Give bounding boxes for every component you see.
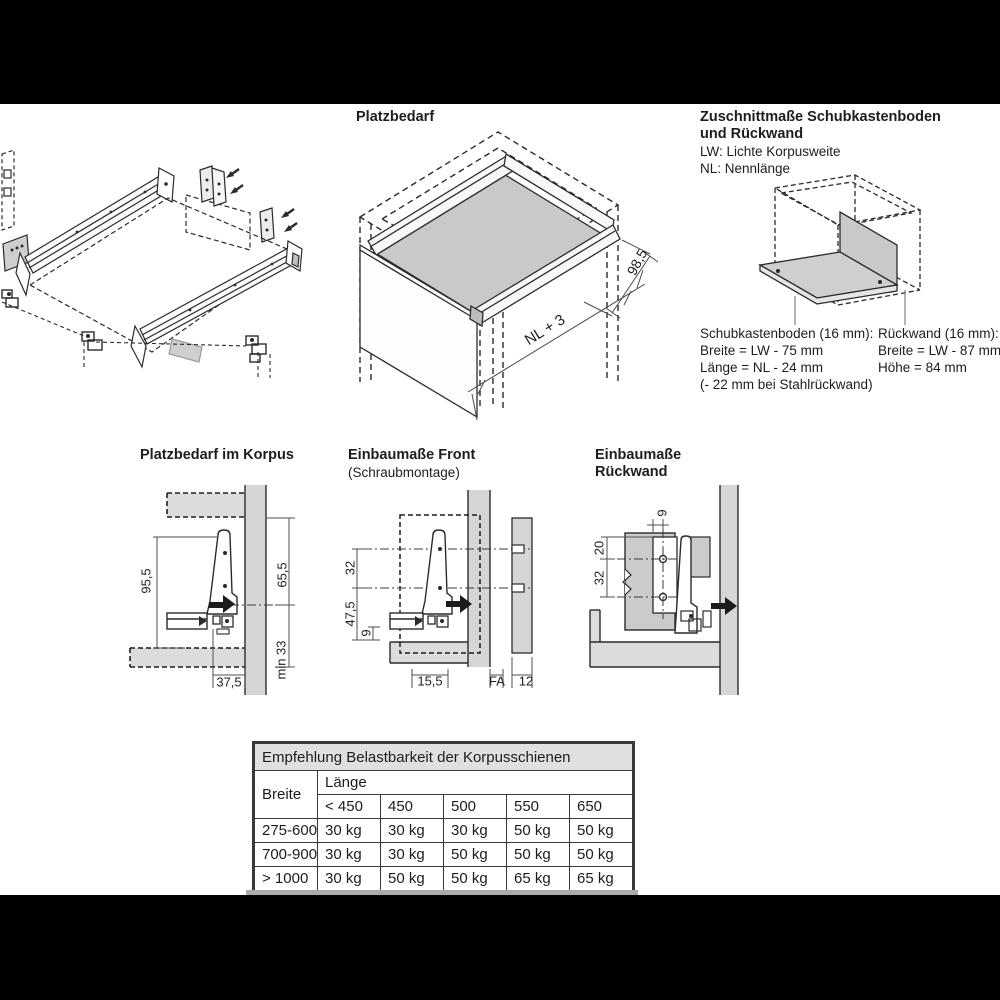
mount-arrow xyxy=(446,595,472,613)
dim-label-front-15-5: 15,5 xyxy=(417,673,443,689)
korpus-title: Platzbedarf im Korpus xyxy=(140,447,294,463)
dim-label-rw-9: 9 xyxy=(654,509,670,517)
screws-a xyxy=(226,171,238,194)
cell: 30 kg xyxy=(317,866,381,891)
rear-zarge-rail xyxy=(15,167,175,297)
rueckwand-spec-block: Rückwand (16 mm): Breite = LW - 87 mm Hö… xyxy=(878,325,1000,376)
row-label: > 1000 xyxy=(254,866,318,891)
bracket-piece-b xyxy=(259,207,275,243)
cell: 30 kg xyxy=(380,842,444,867)
cutoff-panel-dashed xyxy=(1,149,15,231)
boden-heading: Schubkastenboden (16 mm): xyxy=(700,326,874,341)
row-label: 275-600 xyxy=(254,818,318,843)
dim-label-front-32: 32 xyxy=(342,560,358,576)
cell: 50 kg xyxy=(506,818,570,843)
cell: 50 kg xyxy=(506,842,570,867)
rueckwand-heading: Rückwand (16 mm): xyxy=(878,326,999,341)
cell: 50 kg xyxy=(569,842,633,867)
rueckwand-panel xyxy=(652,536,678,614)
laenge-col-1: 450 xyxy=(380,794,444,819)
cell: 30 kg xyxy=(443,818,507,843)
zuschnitt-title-line2: und Rückwand xyxy=(700,126,804,142)
dim-label-min-33: min 33 xyxy=(273,640,289,680)
cell: 30 kg xyxy=(317,842,381,867)
bracket-piece-a xyxy=(199,165,227,207)
legend-lw: LW: Lichte Korpusweite xyxy=(700,144,841,159)
rueckwand-diagram xyxy=(589,485,739,695)
rueckwand-hoehe: Höhe = 84 mm xyxy=(878,360,967,375)
boden-spec-block: Schubkastenboden (16 mm): Breite = LW - … xyxy=(700,325,873,393)
dim-label-front-9: 9 xyxy=(358,629,374,637)
boden-laenge: Länge = NL - 24 mm xyxy=(700,360,823,375)
dim-label-rw-20: 20 xyxy=(591,540,607,556)
exploded-assembly-diagram xyxy=(1,149,303,378)
cell: 50 kg xyxy=(443,866,507,891)
load-capacity-table: Empfehlung Belastbarkeit der Korpusschie… xyxy=(252,741,635,893)
platzbedarf-title: Platzbedarf xyxy=(356,109,435,125)
letterbox-bottom xyxy=(0,895,1000,1000)
platzbedarf-diagram xyxy=(358,131,659,421)
label-plate xyxy=(168,338,203,363)
row-label: 700-900 xyxy=(254,842,318,867)
table-row: 700-900 30 kg 30 kg 50 kg 50 kg 50 kg xyxy=(254,842,633,867)
laenge-col-2: 500 xyxy=(443,794,507,819)
rear-bracket-profile xyxy=(206,529,238,615)
table-row: > 1000 30 kg 50 kg 50 kg 65 kg 65 kg xyxy=(254,866,633,891)
korpus-diagram xyxy=(129,485,295,695)
laenge-col-4: 650 xyxy=(569,794,633,819)
cell: 30 kg xyxy=(380,818,444,843)
rueckwand-title-line2: Rückwand xyxy=(595,464,668,480)
latch-right xyxy=(245,335,267,363)
table-title: Empfehlung Belastbarkeit der Korpusschie… xyxy=(254,743,633,771)
rueckwand-title-line1: Einbaumaße xyxy=(595,447,682,463)
laenge-col-3: 550 xyxy=(506,794,570,819)
cell: 65 kg xyxy=(569,866,633,891)
drawer-solid xyxy=(359,152,621,419)
boden-note: (- 22 mm bei Stahlrückwand) xyxy=(700,377,873,392)
table-shadow xyxy=(246,890,638,895)
laenge-col-0: < 450 xyxy=(317,794,381,819)
legend-nl: NL: Nennlänge xyxy=(700,161,791,176)
backwall-dashed xyxy=(185,194,251,251)
dim-label-front-fa: FA xyxy=(489,673,505,689)
dim-label-65-5: 65,5 xyxy=(274,562,290,588)
dim-label-front-12: 12 xyxy=(518,673,534,689)
front-subtitle: (Schraubmontage) xyxy=(348,465,460,480)
screws-b xyxy=(281,211,292,232)
col-header-laenge: Länge xyxy=(317,770,633,795)
table-row: 275-600 30 kg 30 kg 30 kg 50 kg 50 kg xyxy=(254,818,633,843)
letterbox-top xyxy=(0,0,1000,104)
rear-bracket-profile xyxy=(421,529,453,615)
latch-middle xyxy=(81,331,103,351)
boden-breite: Breite = LW - 75 mm xyxy=(700,343,824,358)
mount-arrow xyxy=(209,595,235,613)
dim-label-95-5: 95,5 xyxy=(138,568,154,594)
dim-label-rw-32: 32 xyxy=(591,570,607,586)
front-zarge-rail xyxy=(130,240,303,369)
dim-label-front-47-5: 47,5 xyxy=(342,601,358,627)
front-diagram xyxy=(352,490,533,688)
cell: 50 kg xyxy=(380,866,444,891)
zuschnitt-diagram xyxy=(758,174,922,325)
dim-label-37-5: 37,5 xyxy=(216,674,242,690)
cell: 50 kg xyxy=(569,818,633,843)
cell: 65 kg xyxy=(506,866,570,891)
latch-left xyxy=(1,289,19,308)
mount-arrow xyxy=(711,597,737,615)
zuschnitt-text-block: Zuschnittmaße Schubkastenboden und Rückw… xyxy=(700,109,941,177)
front-title: Einbaumaße Front xyxy=(348,447,476,463)
cell: 30 kg xyxy=(317,818,381,843)
rueckwand-breite: Breite = LW - 87 mm xyxy=(878,343,1000,358)
col-header-breite: Breite xyxy=(254,770,318,819)
cell: 50 kg xyxy=(443,842,507,867)
zuschnitt-title-line1: Zuschnittmaße Schubkastenboden xyxy=(700,109,941,125)
